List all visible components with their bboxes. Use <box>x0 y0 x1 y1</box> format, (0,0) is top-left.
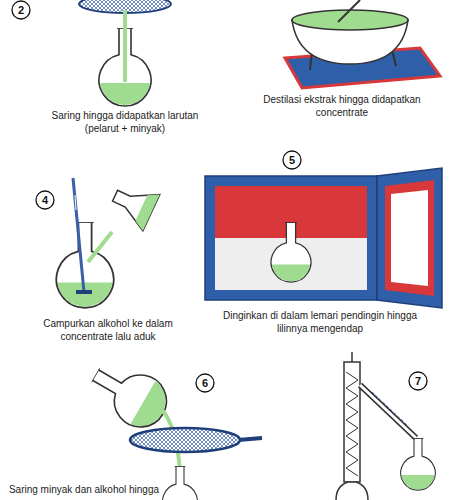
callout-number: 5 <box>283 151 301 169</box>
step6-filter <box>80 349 262 500</box>
step2-filter <box>79 0 171 113</box>
step3-distillation <box>285 0 440 88</box>
step-caption: Destilasi ekstrak hingga didapatkan conc… <box>252 94 432 119</box>
step5-fridge <box>205 168 442 308</box>
step7-distillation <box>336 352 438 500</box>
callout-number: 6 <box>196 374 214 392</box>
step-caption: Saring hingga didapatkan larutan (pelaru… <box>40 110 210 135</box>
step4-mixing <box>52 178 160 316</box>
callout-number: 7 <box>409 372 427 390</box>
step-caption: Saring minyak dan alkohol hingga <box>4 484 164 497</box>
step-caption: Dinginkan di dalam lemari pendingin hing… <box>222 310 418 335</box>
callout-number: 4 <box>36 191 54 209</box>
number-circles <box>12 1 427 392</box>
step-caption: Campurkan alkohol ke dalam concentrate l… <box>28 318 188 343</box>
callout-number: 2 <box>12 1 30 19</box>
